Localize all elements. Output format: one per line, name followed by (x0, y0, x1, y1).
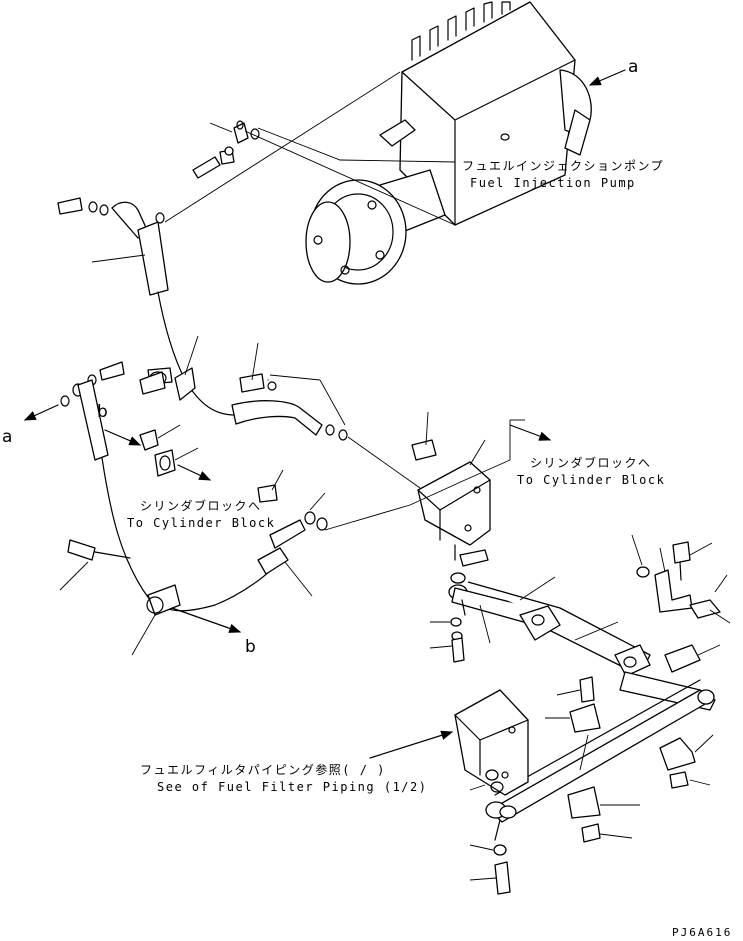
support-frame (448, 572, 716, 841)
filter-piping-ref-label-jp: フュエルフィルタパイピング参照( / ) (140, 762, 386, 777)
fuel-injection-pump (305, 1, 592, 285)
middle-pipe (231, 373, 348, 441)
leader-lines (59, 71, 731, 881)
left-hose-assembly (60, 361, 328, 616)
marker-a-left: a (2, 427, 12, 447)
clamps (567, 644, 701, 843)
cylinder-block-right-label-jp: シリンダブロックへ (530, 455, 652, 470)
cylinder-block-left-label-en: To Cylinder Block (127, 516, 275, 530)
cylinder-block-left-label-jp: シリンダブロックへ (140, 498, 262, 513)
filter-piping-ref-label-en: See of Fuel Filter Piping (1/2) (157, 780, 427, 794)
bracket-block (411, 439, 491, 567)
injection-pump-label-en: Fuel Injection Pump (470, 176, 636, 190)
injection-pump-label-jp: フュエルインジェクションポンプ (462, 159, 664, 173)
marker-b-lower: b (245, 637, 256, 657)
cylinder-block-right-label-en: To Cylinder Block (517, 473, 665, 487)
arrows (23, 69, 626, 759)
clip-and-spacer (139, 371, 176, 477)
upper-right-bracket (636, 541, 721, 619)
drawing-code: PJ6A616 (672, 926, 732, 939)
marker-b-upper: b (97, 402, 108, 422)
fasteners-lower (450, 617, 511, 895)
upper-hose-assembly (57, 120, 260, 416)
marker-a-top: a (628, 57, 638, 77)
filter-bracket (454, 689, 529, 796)
